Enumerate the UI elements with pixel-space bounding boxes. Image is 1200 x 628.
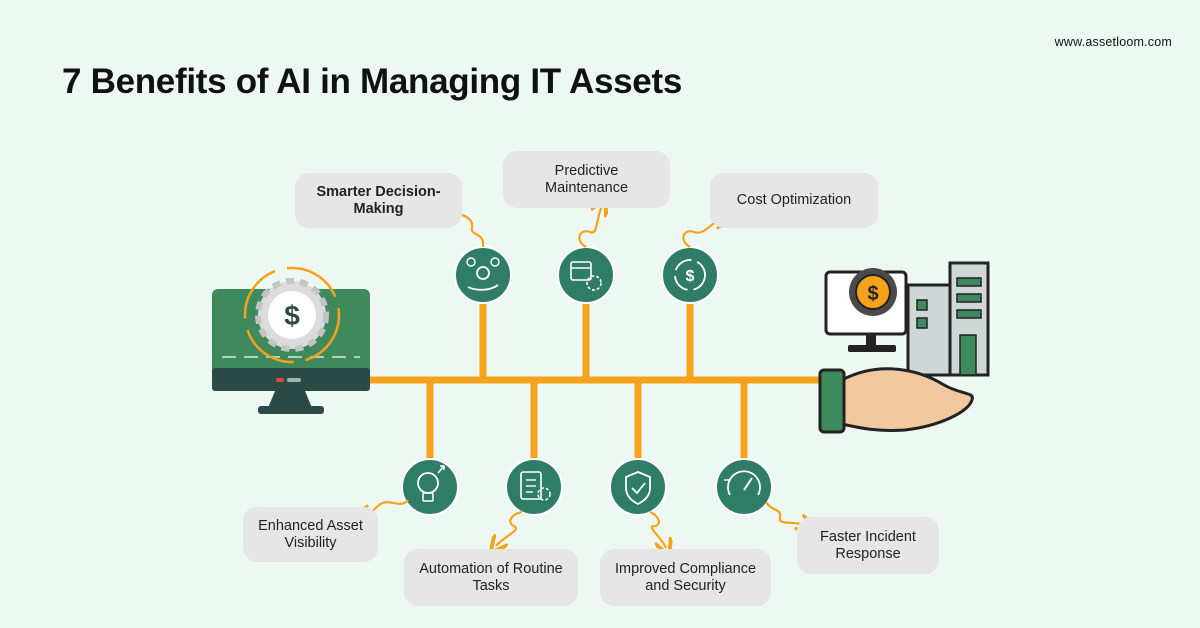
checklist-gear-icon[interactable] <box>505 458 563 516</box>
card-automation-of-routine-tasks: Automation of Routine Tasks <box>404 549 578 606</box>
card-smarter-decision-making: Smarter Decision-Making <box>295 173 462 228</box>
card-enhanced-asset-visibility: Enhanced Asset Visibility <box>243 507 378 562</box>
arrow-6 <box>649 510 666 548</box>
dollar-cycle-icon[interactable]: $ <box>661 246 719 304</box>
arrow-7 <box>765 501 806 526</box>
card-improved-compliance-and-security: Improved Compliance and Security <box>600 549 771 606</box>
calendar-gear-icon[interactable] <box>557 246 615 304</box>
arrow-2 <box>578 206 602 248</box>
decision-icon[interactable] <box>454 246 512 304</box>
svg-text:$: $ <box>686 268 695 285</box>
shield-check-icon[interactable] <box>609 458 667 516</box>
card-faster-incident-response: Faster Incident Response <box>797 517 939 574</box>
monitor-dollar-gear-icon: $ <box>212 266 370 414</box>
arrow-5 <box>496 510 523 546</box>
page-title: 7 Benefits of AI in Managing IT Assets <box>62 62 682 101</box>
site-url[interactable]: www.assetloom.com <box>1054 35 1172 49</box>
card-cost-optimization: Cost Optimization <box>710 173 878 228</box>
lightbulb-gear-icon[interactable] <box>401 458 459 516</box>
svg-text:$: $ <box>867 283 878 305</box>
svg-text:$: $ <box>284 300 300 331</box>
card-predictive-maintenance: Predictive Maintenance <box>503 151 670 208</box>
speedometer-icon[interactable] <box>715 458 773 516</box>
hand-holding-building-icon: $ <box>818 261 990 434</box>
